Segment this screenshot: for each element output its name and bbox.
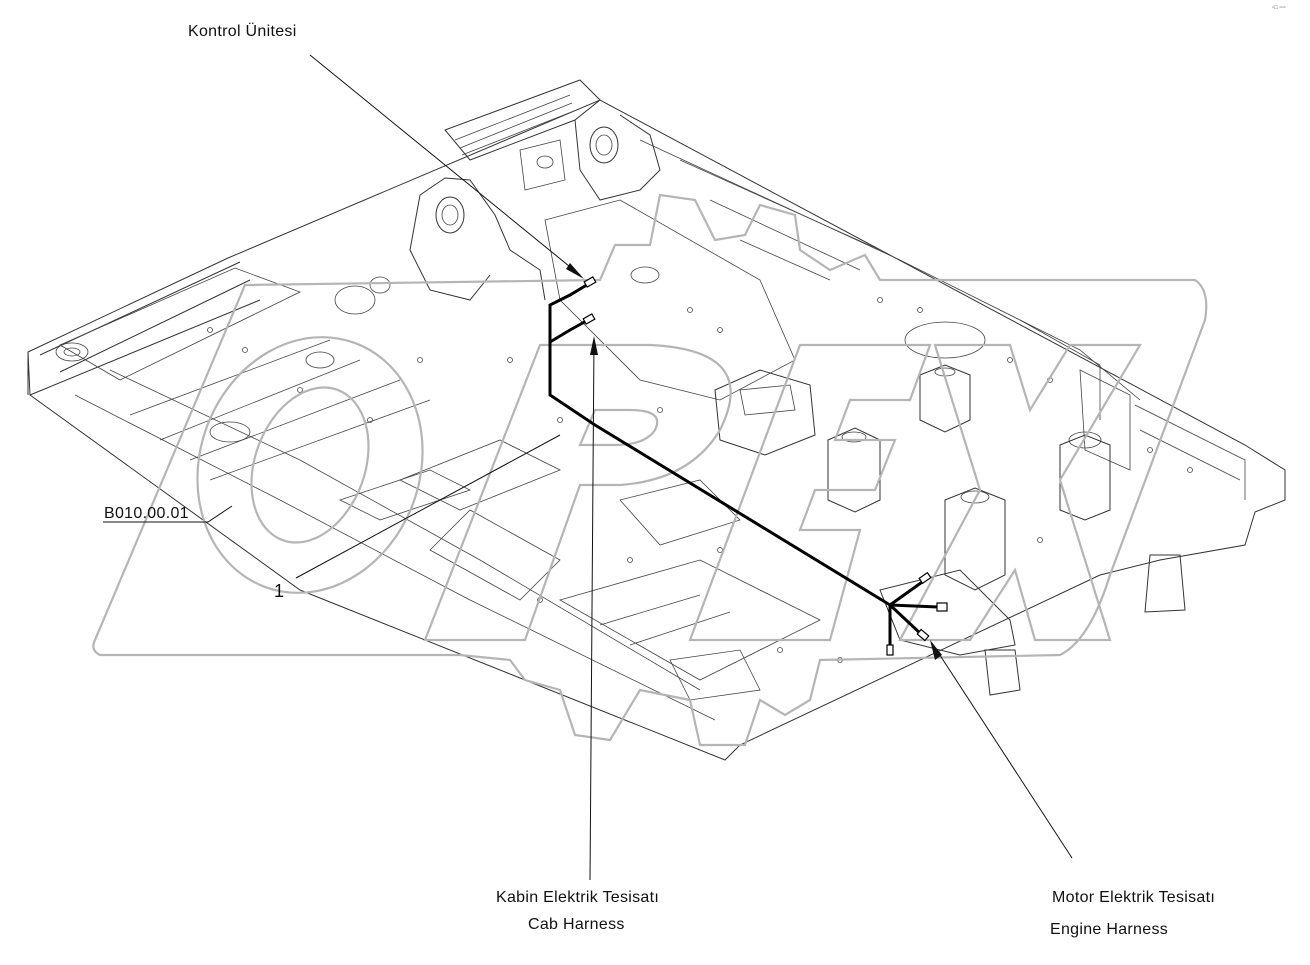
- label-cab-harness-tr: Kabin Elektrik Tesisatı: [496, 889, 659, 906]
- label-control-unit: Kontrol Ünitesi: [188, 22, 297, 40]
- label-cab-harness-en: Cab Harness: [528, 916, 625, 933]
- leader-lines: [103, 54, 1073, 881]
- arrowhead-control-unit: [566, 263, 584, 279]
- arrowhead-engine-harness: [930, 640, 942, 660]
- corner-mark: ▫□ ▫▫▫: [1272, 5, 1286, 11]
- label-engine-harness-tr: Motor Elektrik Tesisatı: [1052, 889, 1215, 906]
- cab-harness-wire: [548, 276, 891, 607]
- opex-watermark-logo: [92, 193, 1208, 747]
- engine-harness-wire: [886, 571, 948, 656]
- label-callout-1: 1: [274, 581, 284, 601]
- upper-frame-drawing: [27, 79, 1286, 761]
- label-part-number: B010.00.01: [104, 505, 189, 522]
- label-engine-harness-en: Engine Harness: [1050, 921, 1168, 938]
- arrowhead-cab-harness: [590, 336, 598, 355]
